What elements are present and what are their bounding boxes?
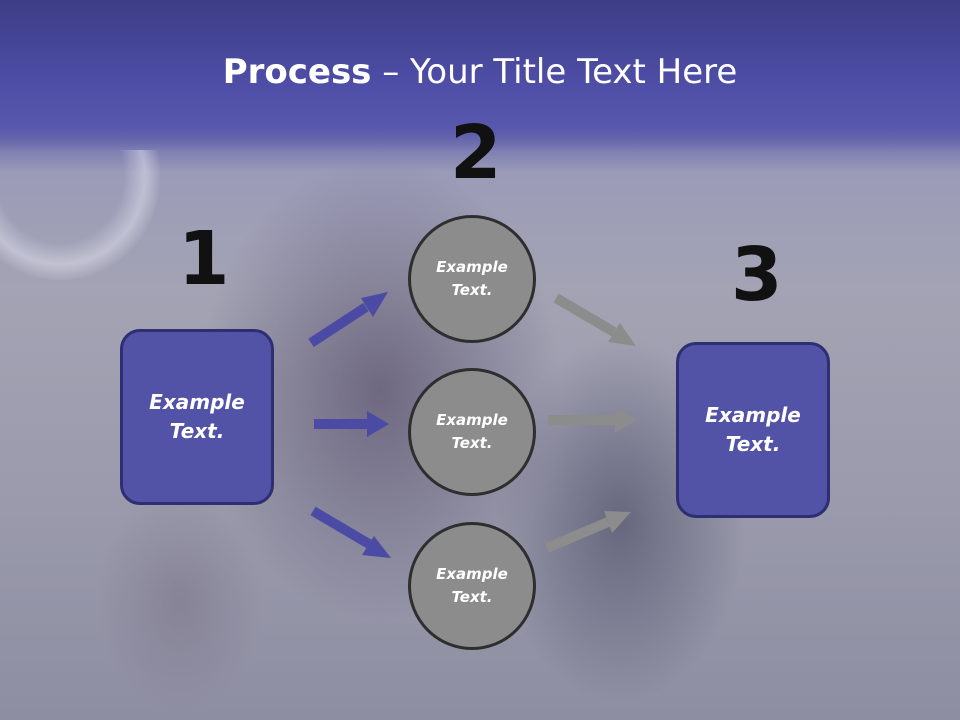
step-number-2: 2 bbox=[450, 110, 502, 196]
step-3-line-2: Text. bbox=[725, 432, 781, 456]
step-1-text: Example Text. bbox=[149, 388, 245, 446]
circle-bottom-line-1: Example bbox=[436, 565, 508, 583]
step-1-line-2: Text. bbox=[169, 419, 225, 443]
gray-arrow-up[interactable] bbox=[545, 511, 631, 553]
blue-arrow-right[interactable] bbox=[314, 411, 389, 437]
blue-arrow-down[interactable] bbox=[310, 506, 391, 558]
circle-top-text: Example Text. bbox=[436, 256, 508, 302]
step-2-circle-top[interactable]: Example Text. bbox=[408, 215, 536, 343]
circle-bottom-line-2: Text. bbox=[451, 588, 493, 606]
gray-arrow-right[interactable] bbox=[548, 407, 637, 433]
blue-arrow-up[interactable] bbox=[308, 292, 388, 348]
step-3-line-1: Example bbox=[705, 403, 801, 427]
gray-arrow-down[interactable] bbox=[553, 293, 636, 346]
circle-top-line-1: Example bbox=[436, 258, 508, 276]
step-3-box[interactable]: Example Text. bbox=[676, 342, 830, 518]
circle-middle-text: Example Text. bbox=[436, 409, 508, 455]
circle-bottom-text: Example Text. bbox=[436, 563, 508, 609]
step-number-3: 3 bbox=[731, 232, 783, 318]
title-banner bbox=[0, 0, 960, 150]
step-2-circle-middle[interactable]: Example Text. bbox=[408, 368, 536, 496]
circle-top-line-2: Text. bbox=[451, 281, 493, 299]
slide-title[interactable]: Process – Your Title Text Here bbox=[0, 52, 960, 92]
title-rest: – Your Title Text Here bbox=[371, 52, 738, 92]
step-1-line-1: Example bbox=[149, 390, 245, 414]
circle-middle-line-1: Example bbox=[436, 411, 508, 429]
title-bold: Process bbox=[222, 52, 372, 92]
circle-middle-line-2: Text. bbox=[451, 434, 493, 452]
step-1-box[interactable]: Example Text. bbox=[120, 329, 274, 505]
step-2-circle-bottom[interactable]: Example Text. bbox=[408, 522, 536, 650]
step-number-1: 1 bbox=[178, 216, 230, 302]
step-3-text: Example Text. bbox=[705, 401, 801, 459]
